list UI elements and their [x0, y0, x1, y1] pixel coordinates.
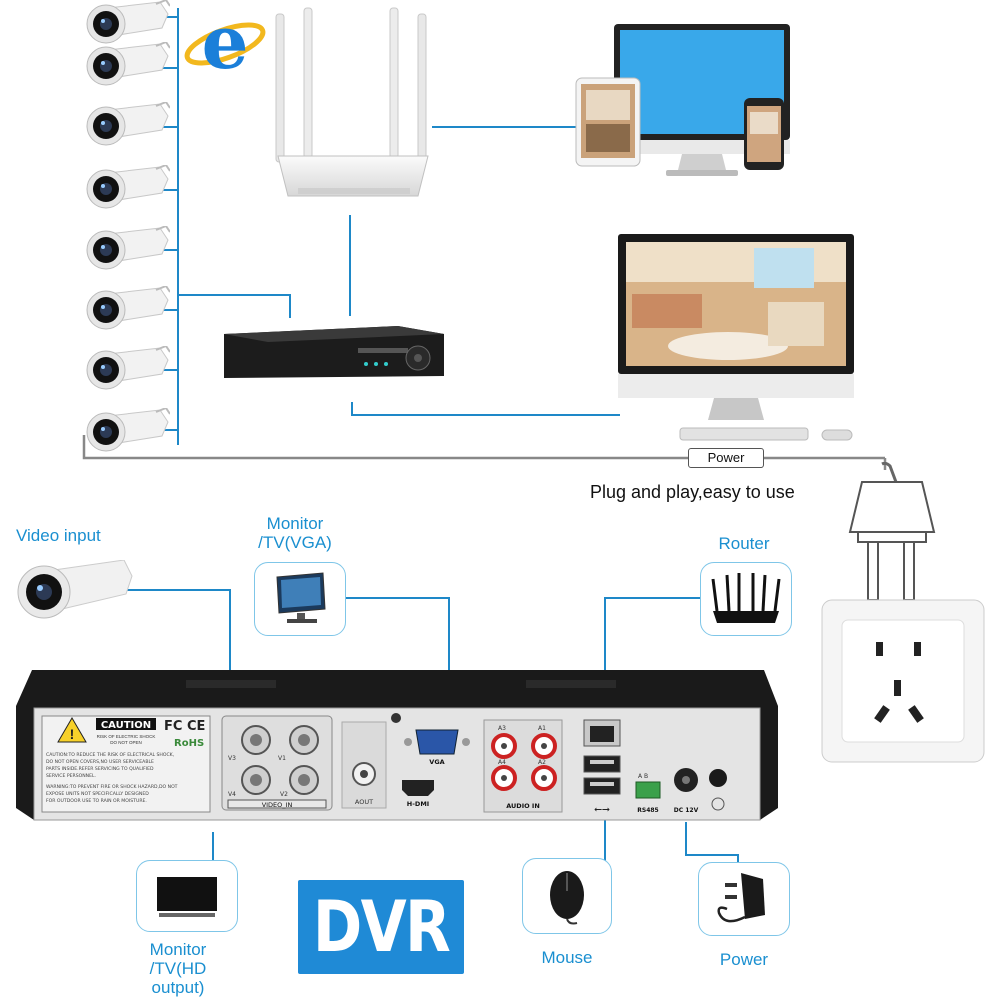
bnc-label: V3 [228, 755, 236, 762]
monitor-vga-label: Monitor /TV(VGA) [258, 514, 332, 552]
power-cable-tag: Power [688, 448, 764, 468]
mouse-icon [550, 871, 584, 925]
dc-label: DC 12V [674, 807, 699, 814]
aout-label: AOUT [355, 798, 373, 806]
svg-text:⭠⭢: ⭠⭢ [594, 804, 610, 815]
audio-in-label: AUDIO IN [506, 802, 540, 810]
video-input-label: Video input [16, 526, 101, 545]
client-devices-icon [575, 24, 790, 176]
fcc-ce-mark: FC CE [164, 719, 205, 734]
tagline: Plug and play,easy to use [590, 482, 795, 502]
video-in-label: VIDEO_IN [262, 801, 293, 809]
bnc-label: V2 [280, 791, 288, 798]
mouse-box [522, 858, 612, 934]
dvr-badge-text: DVR [312, 886, 451, 968]
hdmi-label: H-DMI [407, 800, 429, 808]
warning-line: SERVICE PERSONNEL. [46, 773, 96, 779]
router-label: Router [718, 534, 770, 553]
router-icon [711, 573, 781, 623]
monitor-hdmi-label: Monitor /TV(HD output) [149, 940, 207, 997]
audio-jack-label: A4 [498, 759, 506, 766]
monitor-hdmi-box [136, 860, 238, 932]
router-box [700, 562, 792, 636]
bullet-camera-icon [86, 0, 171, 46]
monitor-vga-box [254, 562, 346, 636]
power-cable-label: Power [707, 450, 745, 465]
bullet-camera-icon [86, 100, 171, 148]
internet-explorer-icon: e [184, 0, 266, 84]
audio-jack-label: A1 [538, 725, 546, 732]
bullet-camera-icon [86, 163, 171, 211]
svg-text:!: ! [70, 726, 75, 742]
warning-line: EXPOSE UNITS NOT SPECIFICALLY DESIGNED [46, 791, 149, 797]
bnc-connectors [241, 725, 319, 795]
bullet-camera-icon [86, 284, 171, 332]
monitor-display-icon [618, 234, 854, 441]
bnc-label: V4 [228, 791, 236, 798]
caution-line-2: DO NOT OPEN [110, 740, 141, 745]
warning-line: PARTS INSIDE.REFER SERVICING TO QUALIFIE… [46, 766, 154, 772]
bullet-camera-icon [86, 406, 171, 454]
dvr-back-panel: ! CAUTION RISK OF ELECTRIC SHOCK DO NOT … [16, 670, 778, 821]
vga-label: VGA [429, 758, 444, 766]
bullet-camera-icon [86, 344, 171, 392]
dvr-device-icon [224, 326, 444, 378]
power-label: Power [719, 950, 769, 969]
rohs-mark: RoHS [174, 738, 204, 749]
warning-line: CAUTION:TO REDUCE THE RISK OF ELECTRICAL… [46, 752, 175, 758]
rs485-ab-label: A B [638, 773, 648, 780]
bnc-label: V1 [278, 755, 286, 762]
mouse-label: Mouse [541, 948, 593, 967]
rs485-label: RS485 [637, 807, 658, 814]
warning-line: DO NOT OPEN COVERS,NO USER SERVICEABLE [46, 759, 154, 765]
monitor-icon [276, 572, 326, 623]
video-input-camera-icon [17, 560, 133, 619]
tv-icon [157, 877, 217, 917]
caution-title: CAUTION [101, 720, 151, 731]
warning-line: FOR OUTDOOR USE TO RAIN OR MOISTURE. [46, 798, 147, 804]
audio-jack-label: A3 [498, 725, 506, 732]
warning-line: WARNING:TO PREVENT FIRE OR SHOCK HAZARD,… [46, 784, 178, 790]
dvr-badge: DVR [298, 880, 464, 974]
power-adapter-icon [717, 873, 765, 923]
power-plug-icon [848, 462, 936, 601]
audio-jack-label: A2 [538, 759, 546, 766]
wifi-router-icon [275, 7, 429, 197]
caution-line-1: RISK OF ELECTRIC SHOCK [97, 734, 156, 739]
wall-socket-icon [821, 599, 985, 763]
power-adapter-box [698, 862, 790, 936]
bullet-camera-icon [86, 40, 171, 88]
bullet-camera-icon [86, 224, 171, 272]
svg-text:e: e [201, 0, 248, 84]
